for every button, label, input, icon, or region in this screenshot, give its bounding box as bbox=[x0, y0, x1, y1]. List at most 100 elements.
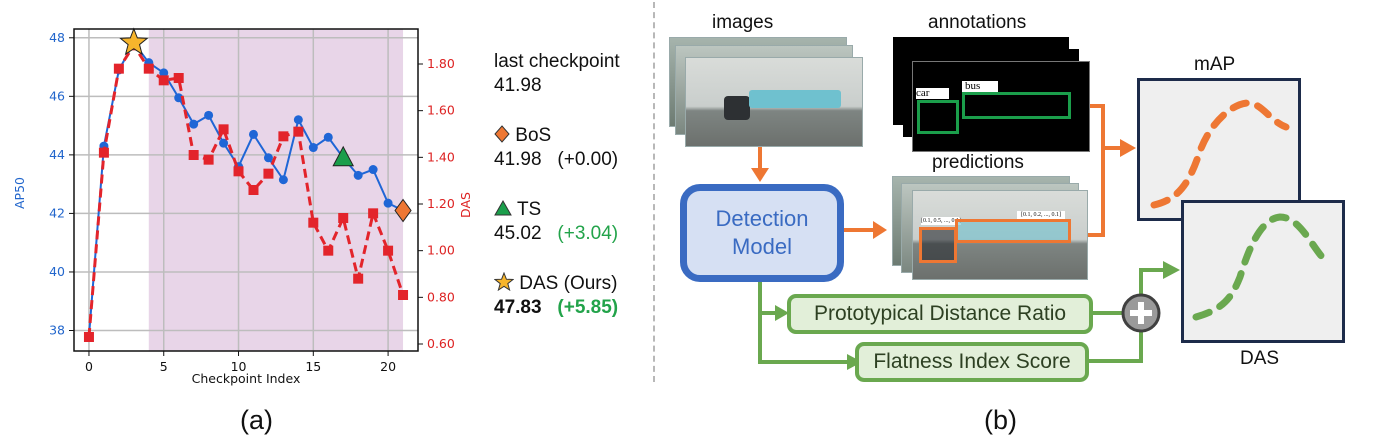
point-das bbox=[263, 168, 274, 179]
arrow-to-map bbox=[1086, 104, 1136, 237]
point-ap50 bbox=[278, 175, 288, 185]
detection-model-line2: Model bbox=[732, 234, 792, 259]
point-ap50 bbox=[293, 115, 303, 125]
results-legend: last checkpoint 41.98 BoS 41.98 (+0.00) … bbox=[493, 50, 654, 320]
point-das bbox=[368, 208, 379, 219]
detection-model-line1: Detection bbox=[715, 206, 809, 231]
point-das bbox=[233, 166, 244, 177]
das-plot-panel bbox=[1181, 200, 1345, 343]
legend-last-checkpoint: last checkpoint 41.98 bbox=[494, 50, 654, 98]
point-das bbox=[188, 150, 199, 160]
point-das bbox=[83, 332, 94, 342]
point-das bbox=[308, 217, 319, 228]
point-ap50 bbox=[219, 138, 229, 148]
point-ap50 bbox=[159, 68, 169, 78]
diamond-marker bbox=[394, 198, 412, 223]
bus-tag: bus bbox=[962, 81, 998, 92]
pdr-label: Prototypical Distance Ratio bbox=[813, 302, 1067, 325]
fis-label: Flatness Index Score bbox=[873, 350, 1071, 373]
point-ap50 bbox=[248, 129, 258, 139]
point-das bbox=[248, 185, 259, 195]
shaded-region bbox=[148, 29, 404, 351]
y-tick-label-left: 46 bbox=[49, 88, 65, 103]
car-pred-tag: [0.1, 0.5, ..., 0.1] bbox=[921, 217, 961, 225]
prediction-card: [0.1, 0.5, ..., 0.1] [0.1, 0.2, ..., 0.1… bbox=[912, 190, 1088, 280]
predictions-label: predictions bbox=[932, 152, 1024, 173]
prototypical-distance-ratio-block: Prototypical Distance Ratio bbox=[787, 294, 1093, 334]
y-tick-label-right: 1.00 bbox=[427, 243, 455, 258]
annotations-label: annotations bbox=[928, 12, 1027, 33]
bus-pred-box bbox=[955, 219, 1071, 243]
point-ap50 bbox=[189, 119, 199, 129]
diamond-icon bbox=[494, 125, 510, 146]
arrow-model-to-predictions bbox=[844, 221, 887, 239]
car-tag: car bbox=[916, 88, 949, 99]
y-tick-label-left: 42 bbox=[49, 205, 65, 220]
map-curve bbox=[1150, 99, 1290, 209]
star-marker bbox=[119, 27, 149, 56]
annotation-card bbox=[912, 61, 1090, 152]
das-curve bbox=[1192, 213, 1328, 321]
y-tick-label-right: 1.40 bbox=[427, 149, 455, 164]
x-tick-label: 20 bbox=[380, 359, 396, 374]
legend-bos-delta: (+0.00) bbox=[557, 149, 619, 170]
das-output-label: DAS bbox=[1240, 348, 1280, 369]
x-tick-label: 5 bbox=[160, 359, 168, 374]
series-line-das bbox=[87, 42, 405, 338]
y-tick-label-right: 0.60 bbox=[427, 336, 455, 351]
y-tick-label-left: 38 bbox=[49, 323, 65, 338]
legend-das-value: 47.83 bbox=[494, 297, 542, 318]
legend-ts-value: 45.02 bbox=[494, 223, 542, 244]
legend-das-title: DAS (Ours) bbox=[519, 273, 618, 294]
y-tick-label-right: 1.60 bbox=[427, 103, 455, 118]
y-tick-label-left: 40 bbox=[49, 264, 65, 279]
caption-b: (b) bbox=[984, 405, 1017, 435]
legend-ts-title: TS bbox=[516, 199, 542, 220]
caption-a: (a) bbox=[240, 405, 273, 435]
plot-frame bbox=[73, 28, 419, 352]
point-ap50 bbox=[308, 143, 318, 153]
arrow-images-to-model bbox=[751, 145, 769, 182]
star-icon bbox=[493, 271, 515, 294]
x-tick-label: 15 bbox=[305, 359, 321, 374]
panel-separator bbox=[653, 2, 655, 382]
point-das bbox=[113, 63, 124, 74]
legend-bos: BoS 41.98 (+0.00) bbox=[494, 124, 654, 172]
flatness-index-score-block: Flatness Index Score bbox=[855, 342, 1089, 382]
point-das bbox=[353, 273, 364, 284]
y-axis-label-right: DAS bbox=[458, 192, 473, 218]
legend-ts-delta: (+3.04) bbox=[557, 223, 619, 244]
point-das bbox=[173, 73, 184, 83]
point-das bbox=[218, 124, 229, 135]
plus-icon bbox=[1121, 293, 1161, 333]
x-tick-label: 10 bbox=[231, 359, 247, 374]
detection-model-block: Detection Model bbox=[680, 184, 844, 282]
legend-ts: TS 45.02 (+3.04) bbox=[494, 198, 654, 246]
car-pred-box bbox=[919, 227, 957, 263]
bus-gt-box bbox=[962, 92, 1071, 119]
car-shape bbox=[724, 96, 750, 120]
legend-last-value: 41.98 bbox=[494, 75, 542, 96]
legend-last-title: last checkpoint bbox=[494, 51, 620, 72]
y-axis-label-left: AP50 bbox=[12, 177, 27, 209]
point-das bbox=[383, 245, 394, 256]
arrow-model-to-scores bbox=[758, 276, 862, 370]
map-label: mAP bbox=[1194, 54, 1236, 75]
point-ap50 bbox=[368, 165, 378, 175]
y-tick-label-right: 0.80 bbox=[427, 289, 455, 304]
point-das bbox=[158, 75, 169, 86]
point-das bbox=[293, 126, 304, 137]
bus-shape bbox=[749, 90, 841, 108]
point-ap50 bbox=[323, 132, 333, 142]
triangle-marker bbox=[332, 145, 355, 167]
legend-bos-title: BoS bbox=[515, 125, 552, 146]
point-ap50 bbox=[204, 110, 214, 120]
arrow-scores-to-das bbox=[1085, 261, 1180, 363]
point-ap50 bbox=[383, 198, 393, 208]
point-das bbox=[203, 154, 214, 165]
point-ap50 bbox=[353, 170, 363, 180]
x-tick-label: 0 bbox=[85, 359, 93, 374]
image-card bbox=[685, 57, 863, 147]
